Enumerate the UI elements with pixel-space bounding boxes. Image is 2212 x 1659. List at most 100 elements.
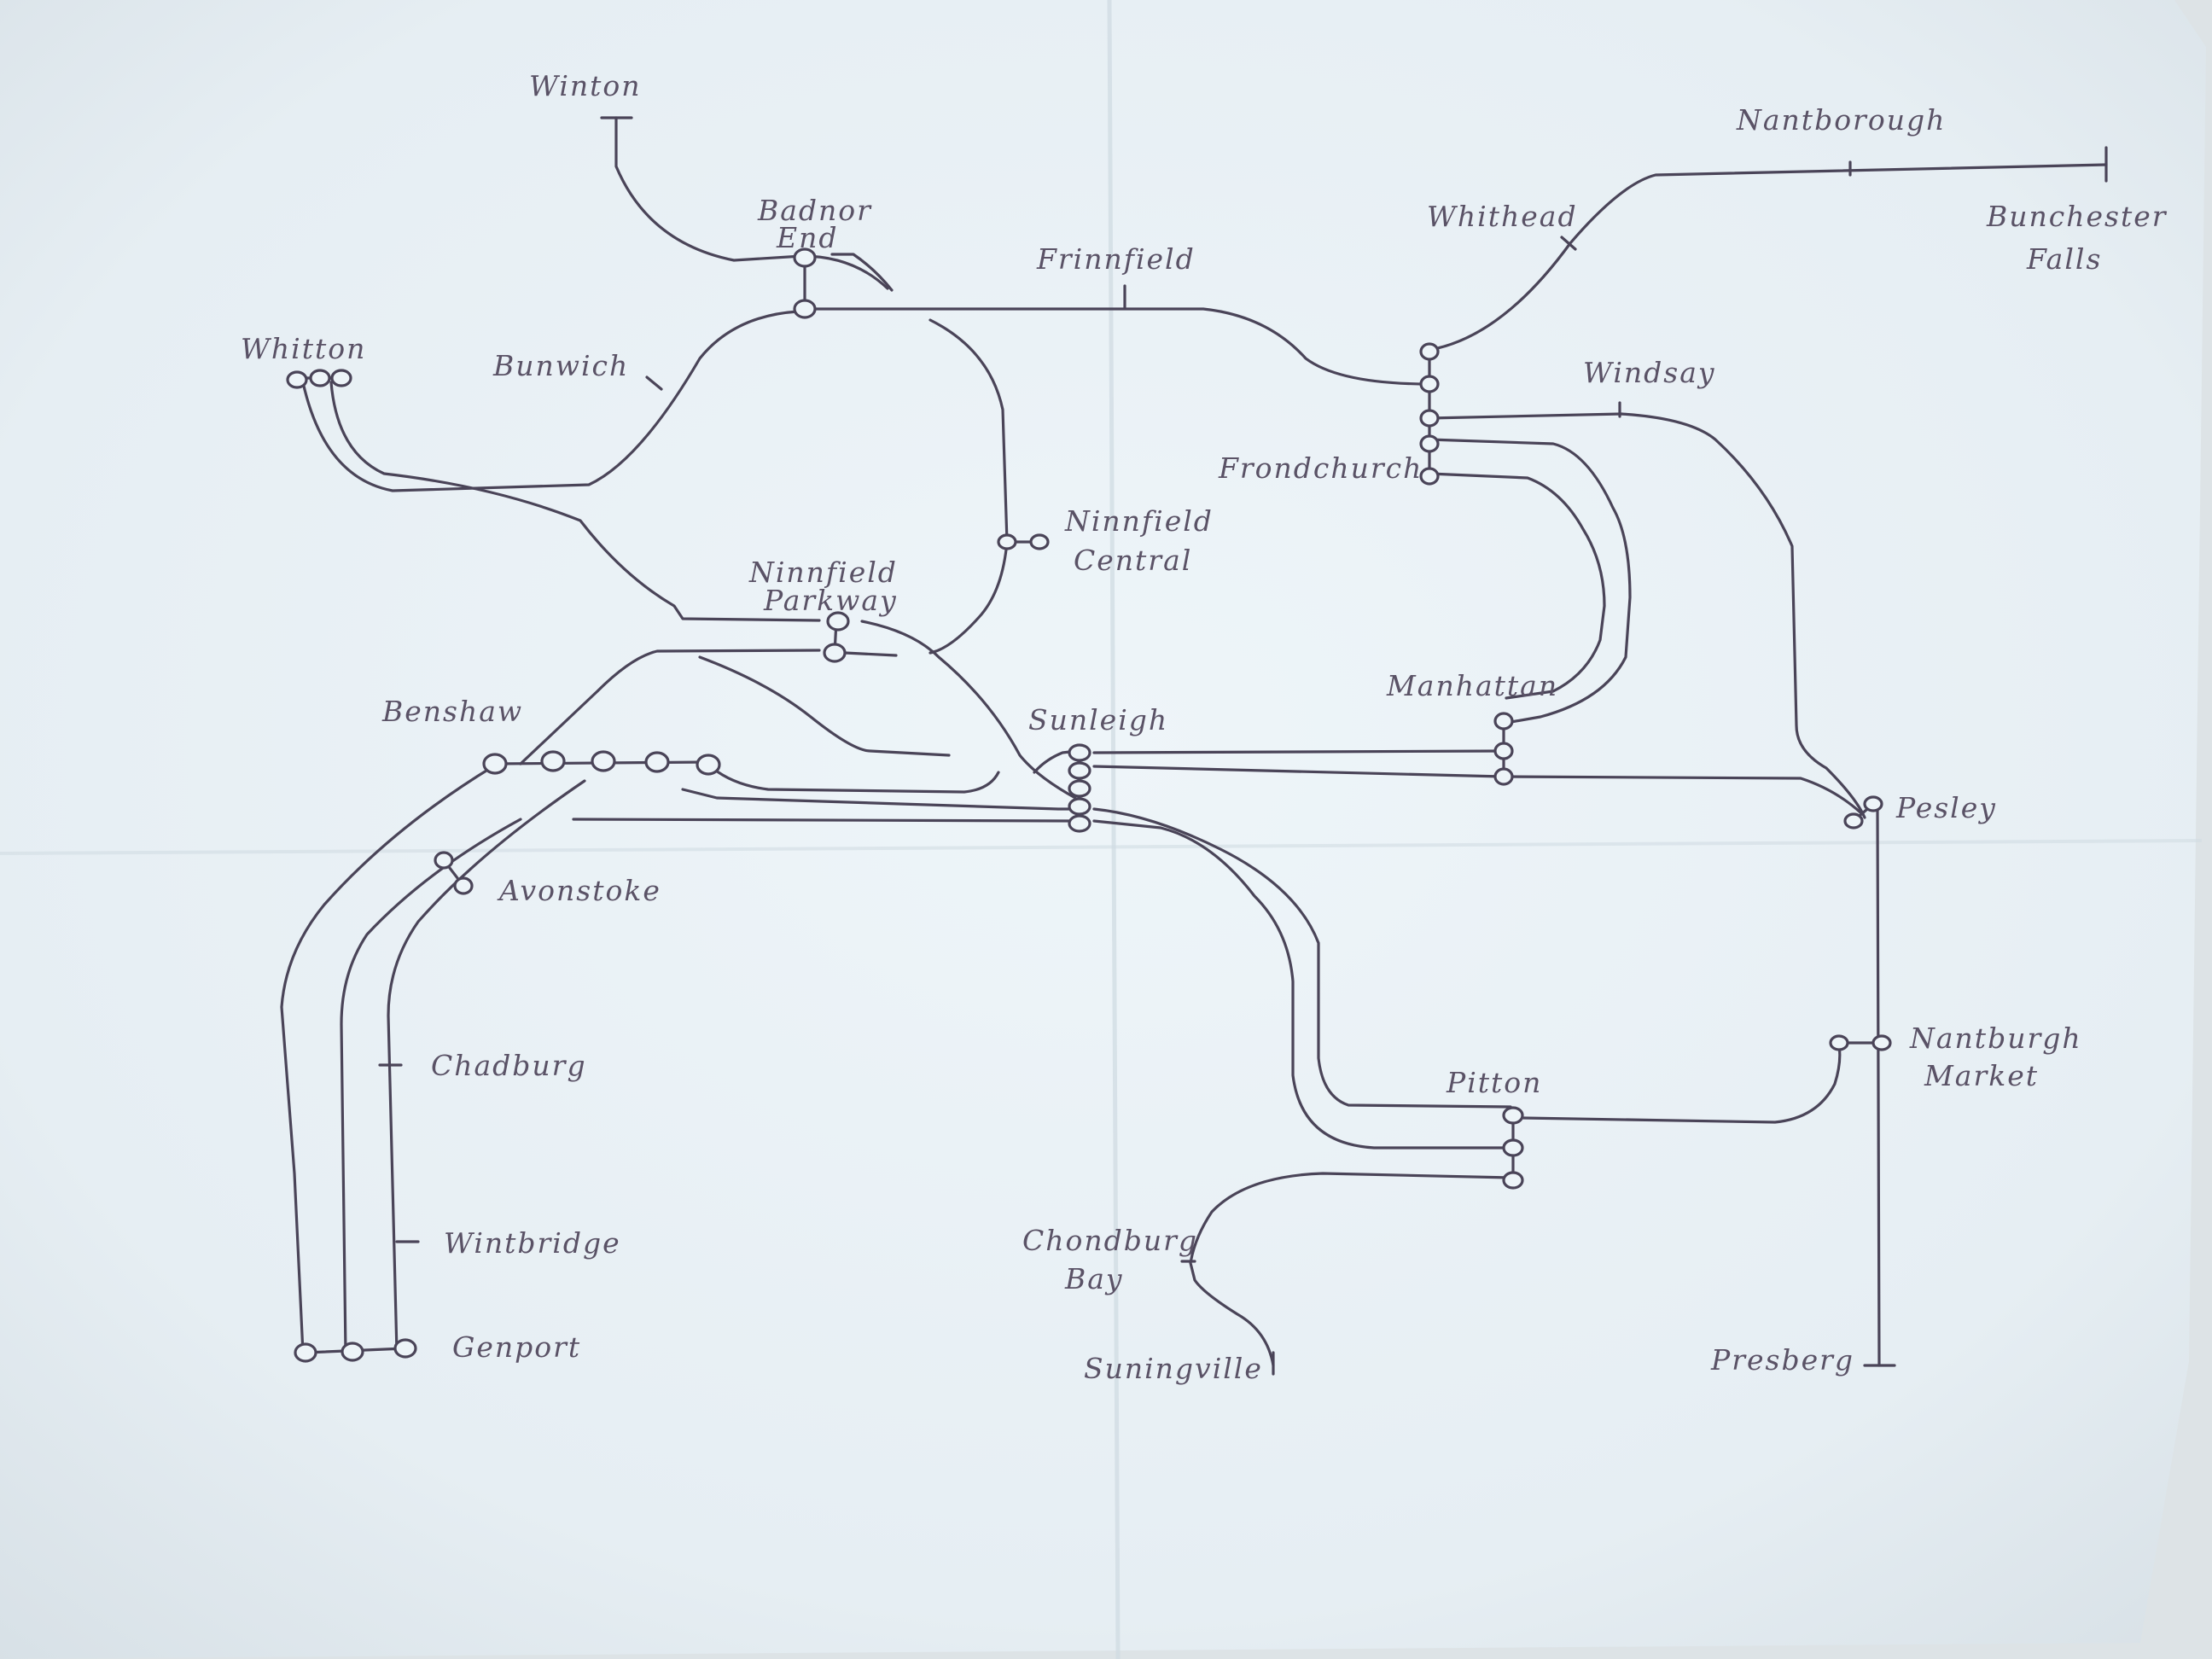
label-ninnfield-parkway-line1: Ninnfield	[748, 556, 898, 589]
station-frondchurch-4[interactable]	[1419, 434, 1440, 453]
paper-fold-horizontal	[0, 839, 2203, 855]
label-chondburg-bay-line2: Bay	[1064, 1262, 1124, 1295]
station-pitton-1[interactable]	[1502, 1106, 1524, 1125]
label-chondburg-bay-line1: Chondburg	[1022, 1224, 1198, 1257]
station-pitton-2[interactable]	[1502, 1138, 1524, 1157]
station-benshaw-5[interactable]	[696, 754, 721, 776]
label-ninnfield-central-line2: Central	[1074, 544, 1192, 577]
label-bunchester-falls-line1: Bunchester	[1986, 200, 2168, 233]
station-frondchurch-5[interactable]	[1419, 467, 1440, 486]
station-pesley-1[interactable]	[1843, 812, 1864, 830]
station-sunleigh-3[interactable]	[1068, 779, 1091, 798]
label-frinnfield: Frinnfield	[1036, 242, 1196, 276]
track-badnor-spur	[830, 253, 894, 292]
track-pitton-chondburg	[1189, 1172, 1512, 1367]
station-genport-2[interactable]	[341, 1342, 364, 1362]
station-pitton-3[interactable]	[1502, 1171, 1524, 1190]
label-benshaw: Benshaw	[381, 695, 523, 728]
station-genport-3[interactable]	[393, 1338, 417, 1359]
station-genport-1[interactable]	[294, 1342, 317, 1363]
station-whitton-1[interactable]	[286, 370, 308, 389]
label-nantburgh-market-line1: Nantburgh	[1909, 1022, 2082, 1055]
track-avonstoke-genport-inner	[387, 779, 586, 1354]
track-parkway-east-stub	[843, 651, 898, 657]
label-whitton: Whitton	[241, 332, 366, 365]
label-winton: Winton	[529, 69, 642, 102]
label-bunchester-falls-line2: Falls	[2026, 242, 2102, 276]
track-parkway-sunleigh	[860, 620, 1077, 800]
label-suningville: Suningville	[1084, 1352, 1263, 1385]
tracks	[280, 116, 2108, 1376]
station-avonstoke-2[interactable]	[453, 876, 474, 895]
label-pitton: Pitton	[1446, 1066, 1542, 1099]
label-badnor-end-line1: Badnor	[757, 194, 872, 227]
label-frondchurch: Frondchurch	[1218, 451, 1423, 485]
track-sunleigh-pesley	[1092, 765, 1862, 814]
track-sunleigh-west-spur	[1033, 749, 1079, 774]
station-sunleigh-5[interactable]	[1068, 814, 1091, 833]
track-benshaw-sunleigh-a	[711, 766, 1000, 794]
track-whitton-parkway	[329, 381, 821, 622]
track-bunwich	[301, 310, 800, 492]
station-frondchurch-3[interactable]	[1419, 409, 1440, 428]
track-winton-badnor	[614, 116, 889, 290]
track-pitton-nantburgh	[1522, 1044, 1842, 1124]
station-nantburgh-market-1[interactable]	[1829, 1034, 1849, 1051]
label-whithead: Whithead	[1427, 200, 1578, 233]
label-wintbridge: Wintbridge	[444, 1226, 621, 1260]
station-ninnfield-parkway-2[interactable]	[823, 643, 847, 663]
labels: Winton Nantborough Bunchester Falls Badn…	[241, 69, 2168, 1385]
track-benshaw-genport-outer	[280, 765, 495, 1354]
station-benshaw-3[interactable]	[591, 750, 616, 772]
station-benshaw-4[interactable]	[644, 751, 670, 773]
station-manhattan-2[interactable]	[1493, 742, 1514, 760]
station-ninnfield-parkway-1[interactable]	[826, 611, 850, 632]
station-sunleigh-2[interactable]	[1068, 761, 1091, 780]
station-frondchurch-2[interactable]	[1419, 375, 1440, 393]
label-badnor-end-line2: End	[776, 221, 838, 254]
label-ninnfield-central-line1: Ninnfield	[1064, 504, 1214, 538]
stations	[286, 247, 1892, 1363]
station-pesley-2[interactable]	[1863, 795, 1883, 812]
station-sunleigh-4[interactable]	[1068, 797, 1091, 816]
track-avonstoke-genport-middle	[340, 818, 522, 1354]
paper-fold-vertical	[1107, 0, 1121, 1659]
station-badnor-end-1[interactable]	[793, 247, 817, 268]
track-benshaw-sunleigh-b	[681, 788, 1079, 811]
track-benshaw-sunleigh-c	[572, 818, 1079, 823]
station-benshaw-2[interactable]	[540, 750, 566, 772]
station-badnor-end-2[interactable]	[793, 299, 817, 319]
label-presberg: Presberg	[1710, 1343, 1854, 1377]
label-bunwich: Bunwich	[492, 349, 629, 382]
station-whitton-3[interactable]	[330, 369, 352, 387]
track-sunleigh-pitton-inner	[1092, 819, 1512, 1150]
station-nantburgh-market-2[interactable]	[1871, 1034, 1892, 1051]
track-pesley-presberg	[1876, 807, 1881, 1367]
label-nantburgh-market-line2: Market	[1924, 1059, 2039, 1092]
station-ninnfield-central-1[interactable]	[997, 533, 1017, 550]
label-nantborough: Nantborough	[1736, 103, 1946, 137]
station-ninnfield-central-2[interactable]	[1029, 533, 1050, 550]
station-whitton-2[interactable]	[309, 369, 331, 387]
station-frondchurch-1[interactable]	[1419, 342, 1440, 361]
label-sunleigh: Sunleigh	[1028, 703, 1168, 736]
label-ninnfield-parkway-line2: Parkway	[763, 584, 898, 617]
tick-whithead	[1560, 236, 1577, 251]
tick-bunwich	[645, 375, 663, 391]
label-avonstoke: Avonstoke	[497, 874, 661, 907]
station-sunleigh-1[interactable]	[1068, 743, 1091, 762]
track-windsay-pesley	[1428, 412, 1866, 819]
label-manhattan: Manhattan	[1386, 669, 1558, 702]
station-manhattan-1[interactable]	[1493, 712, 1514, 731]
label-chadburg: Chadburg	[431, 1049, 587, 1082]
track-sunleigh-pitton-outer	[1092, 807, 1512, 1109]
label-pesley: Pesley	[1895, 791, 1997, 824]
station-avonstoke-1[interactable]	[434, 851, 454, 870]
track-badnor-ninnfield-central	[928, 318, 1009, 655]
track-parkway-south-loop	[698, 655, 951, 757]
station-benshaw-1[interactable]	[482, 753, 508, 775]
station-manhattan-3[interactable]	[1493, 767, 1514, 786]
